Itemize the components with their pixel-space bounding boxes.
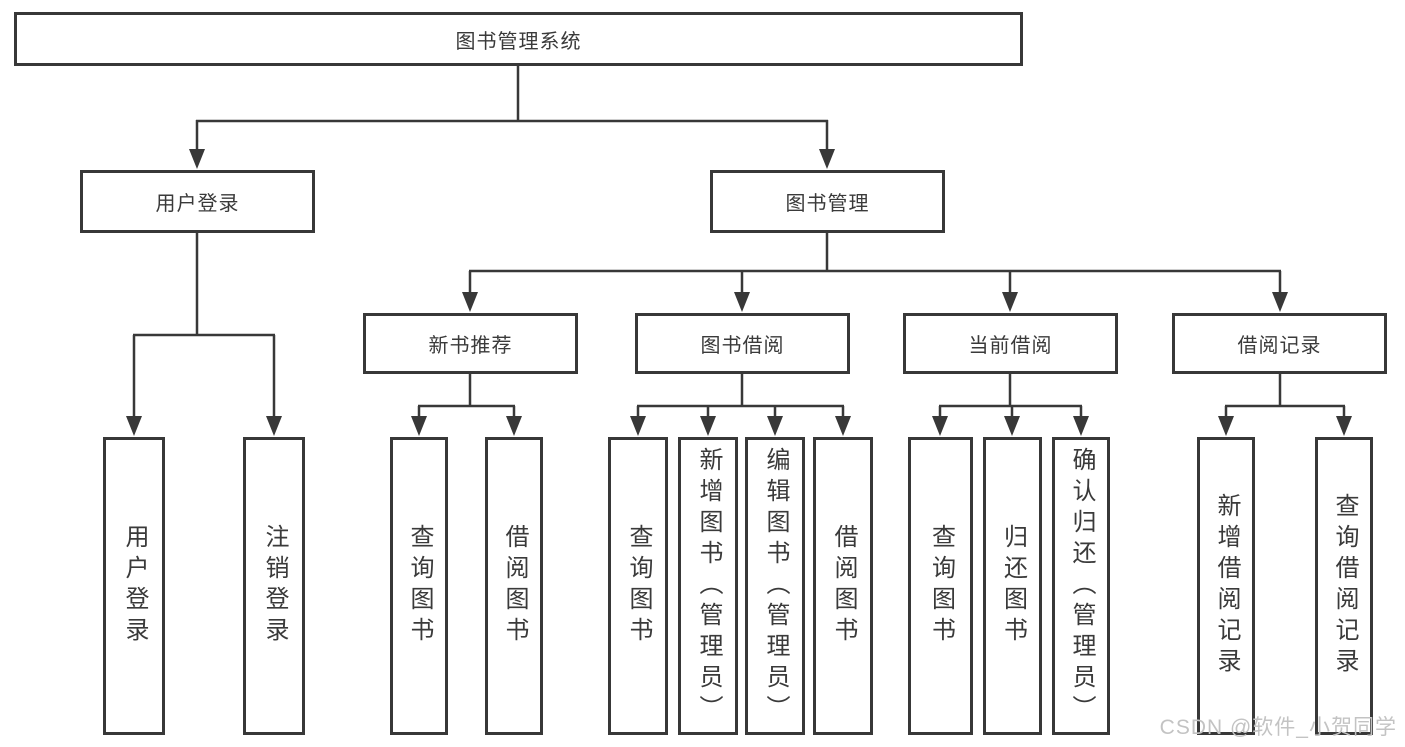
leaf-borrow-book: 借阅图书 [813, 437, 873, 735]
leaf-borrow-add-admin-label: 新增图书（管理员） [695, 446, 722, 726]
leaf-logout: 注销登录 [243, 437, 305, 735]
leaf-current-confirm-return-admin: 确认归还（管理员） [1052, 437, 1110, 735]
leaf-current-confirm-return-admin-label: 确认归还（管理员） [1068, 446, 1095, 726]
node-book-management: 图书管理 [710, 170, 945, 233]
leaf-user-login: 用户登录 [103, 437, 165, 735]
node-current-borrowing: 当前借阅 [903, 313, 1118, 374]
arrowheads [126, 149, 1352, 436]
leaf-current-return: 归还图书 [983, 437, 1042, 735]
node-user-login-label: 用户登录 [155, 193, 240, 215]
leaf-records-add: 新增借阅记录 [1197, 437, 1255, 735]
leaf-borrow-edit-admin: 编辑图书（管理员） [745, 437, 805, 735]
node-borrowing-records: 借阅记录 [1172, 313, 1387, 374]
leaf-newbooks-borrow: 借阅图书 [485, 437, 543, 735]
leaf-borrow-query-label: 查询图书 [625, 524, 652, 648]
leaf-current-query: 查询图书 [908, 437, 973, 735]
leaf-borrow-edit-admin-label: 编辑图书（管理员） [762, 446, 789, 726]
node-borrowing-records-label: 借阅记录 [1237, 335, 1322, 357]
node-root-system: 图书管理系统 [14, 12, 1023, 66]
node-current-borrowing-label: 当前借阅 [968, 335, 1053, 357]
node-user-login: 用户登录 [80, 170, 315, 233]
leaf-newbooks-borrow-label: 借阅图书 [501, 524, 528, 648]
leaf-user-login-label: 用户登录 [121, 524, 148, 648]
csdn-watermark: CSDN @软件_小贺同学 [1159, 716, 1397, 739]
leaf-current-query-label: 查询图书 [927, 524, 955, 648]
node-new-book-recommend-label: 新书推荐 [428, 335, 513, 357]
node-book-borrowing: 图书借阅 [635, 313, 850, 374]
leaf-records-query: 查询借阅记录 [1315, 437, 1373, 735]
leaf-records-add-label: 新增借阅记录 [1213, 493, 1240, 679]
leaf-newbooks-query: 查询图书 [390, 437, 448, 735]
node-new-book-recommend: 新书推荐 [363, 313, 578, 374]
leaf-logout-label: 注销登录 [261, 524, 288, 648]
connector-path [132, 66, 1346, 422]
leaf-records-query-label: 查询借阅记录 [1331, 493, 1358, 679]
leaf-borrow-add-admin: 新增图书（管理员） [678, 437, 738, 735]
node-book-borrowing-label: 图书借阅 [700, 335, 785, 357]
leaf-borrow-query: 查询图书 [608, 437, 668, 735]
leaf-newbooks-query-label: 查询图书 [406, 524, 433, 648]
leaf-current-return-label: 归还图书 [999, 524, 1027, 648]
leaf-borrow-book-label: 借阅图书 [830, 524, 857, 648]
node-root-label: 图书管理系统 [455, 30, 582, 53]
node-book-management-label: 图书管理 [785, 193, 870, 215]
